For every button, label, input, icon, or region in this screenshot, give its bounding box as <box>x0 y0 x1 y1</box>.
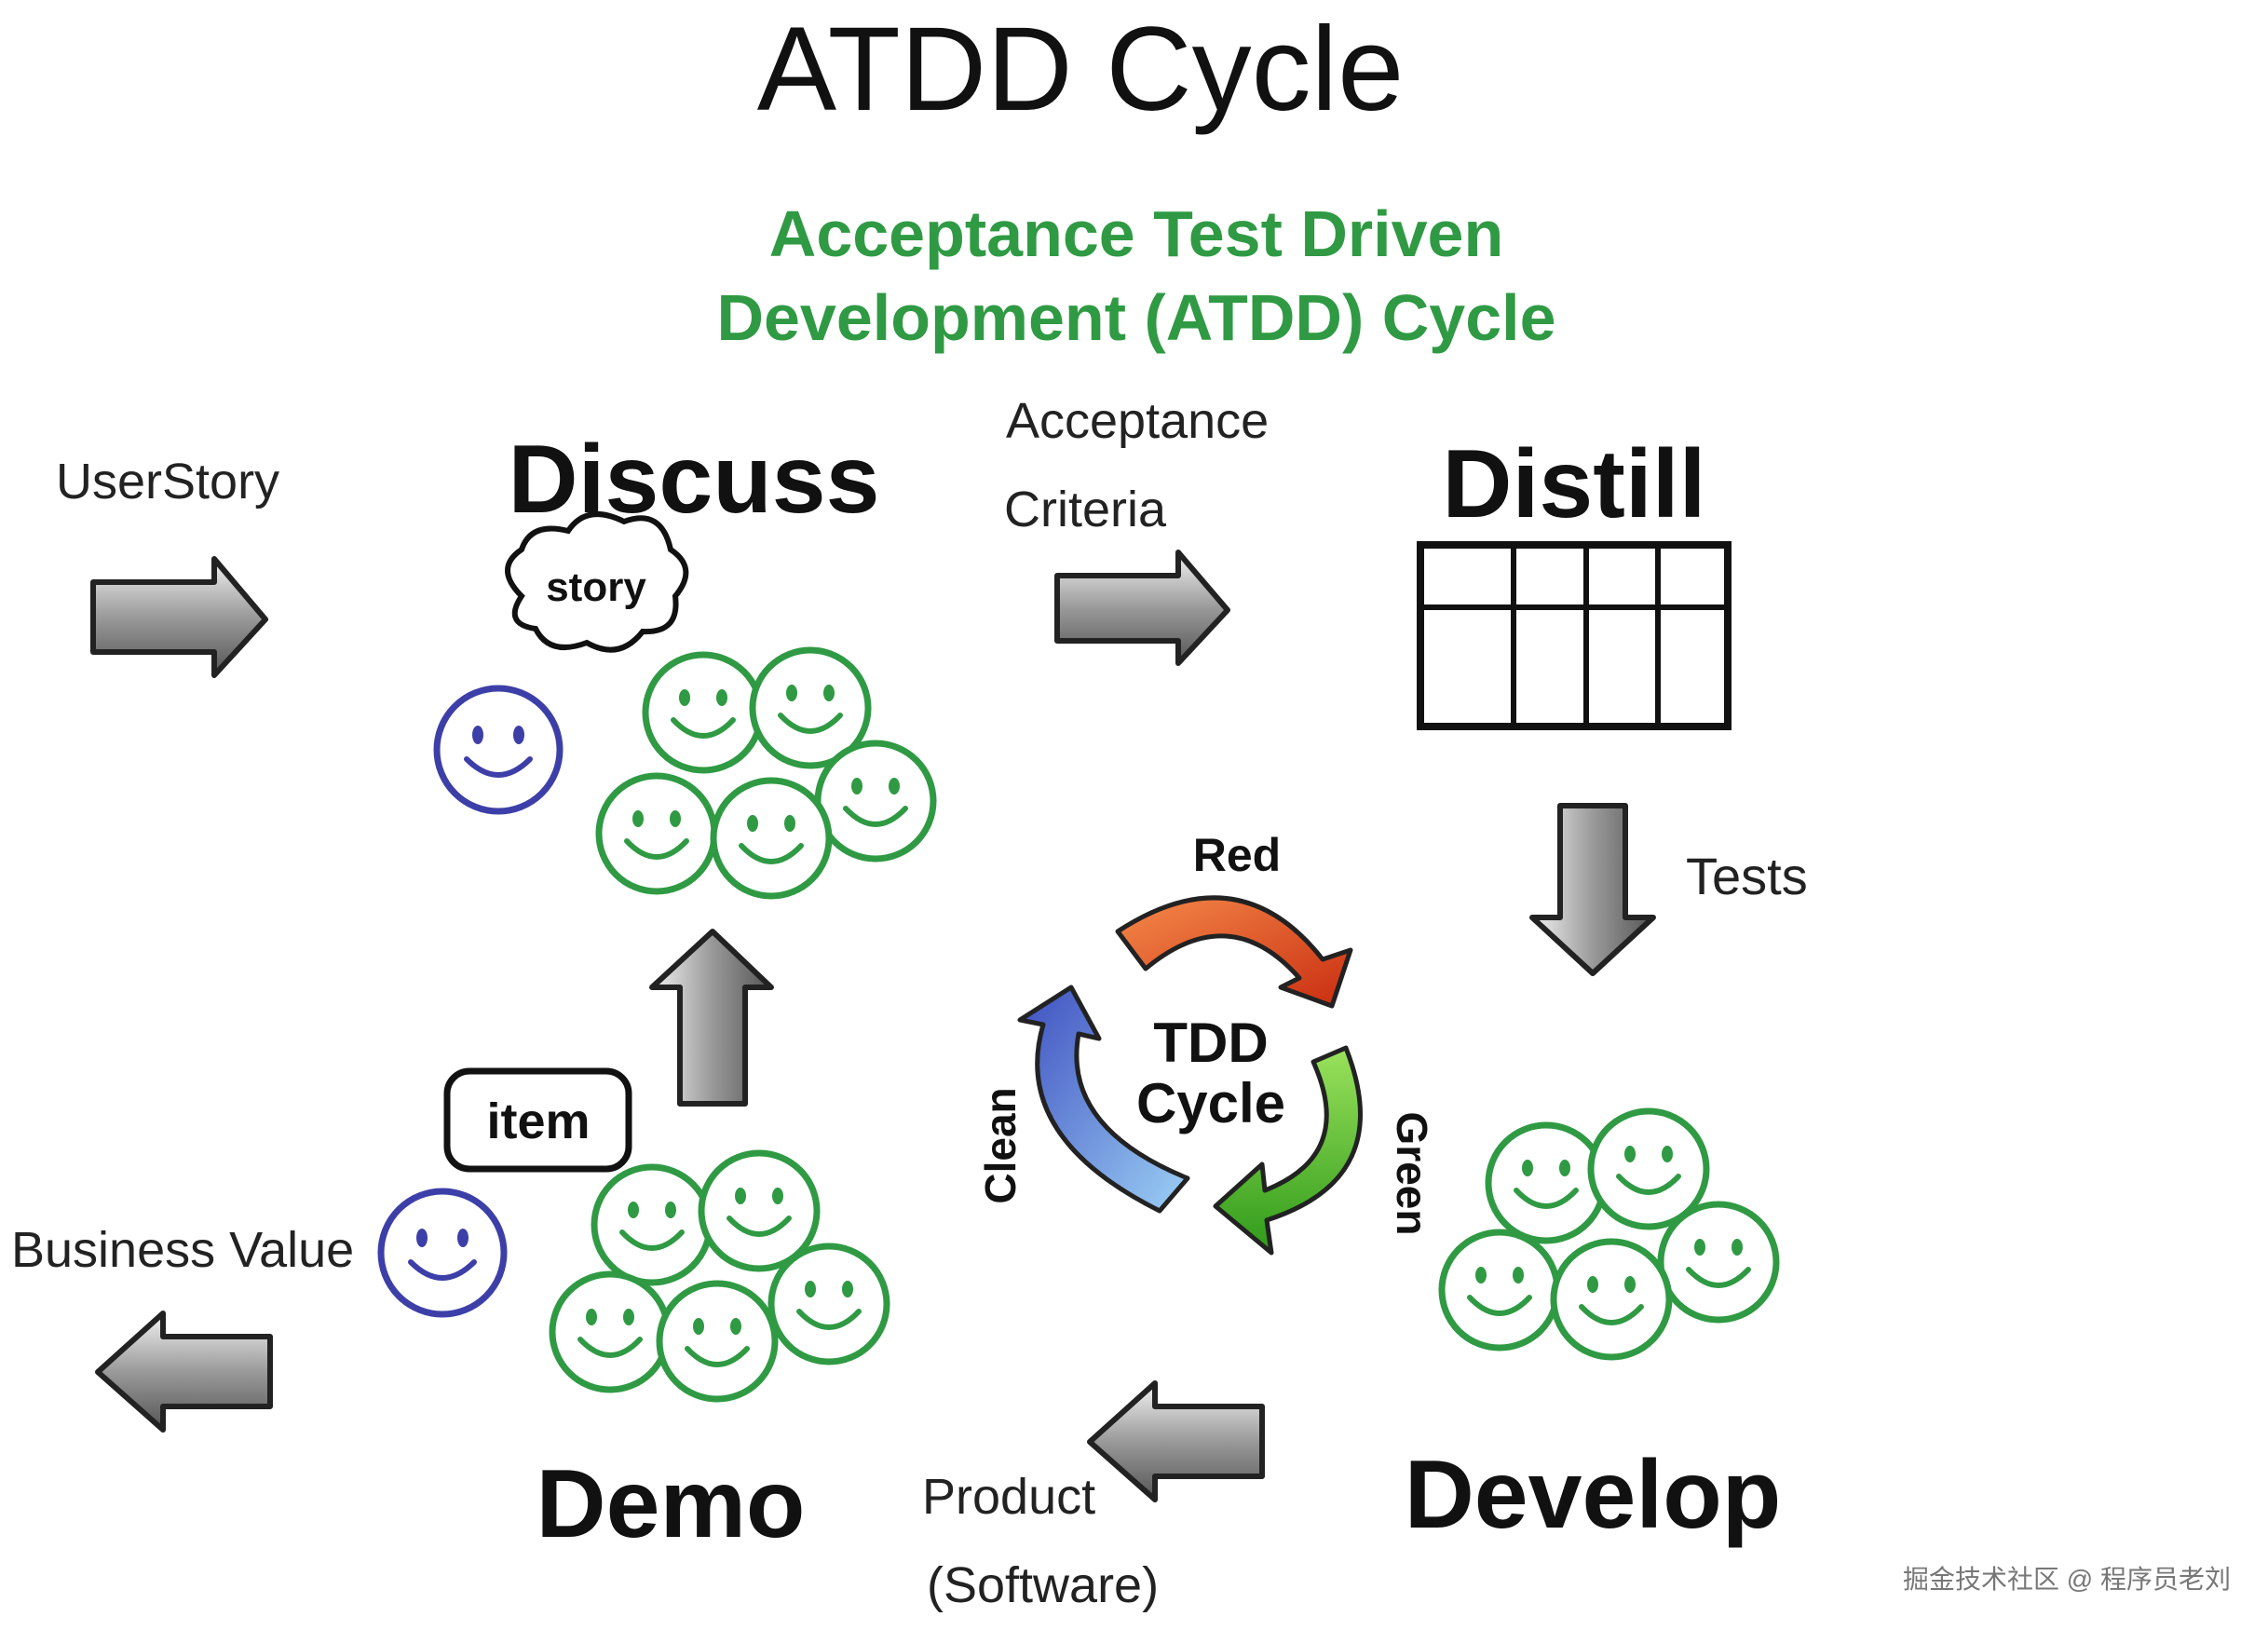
arrow-left-product <box>1087 1380 1265 1502</box>
stage-distill-label: Distill <box>1442 430 1705 538</box>
story-cloud: story <box>505 511 689 653</box>
stage-demo-label: Demo <box>536 1450 806 1558</box>
arrow-right-acceptance <box>1054 550 1230 666</box>
flow-acceptance-label-2: Criteria <box>1004 482 1167 537</box>
arrow-left-business-value <box>95 1311 273 1433</box>
distill-table-icon <box>1417 541 1732 730</box>
flow-user-story-label: UserStory <box>56 454 279 509</box>
red-arrow <box>1115 895 1353 1009</box>
flow-tests-label: Tests <box>1686 847 1808 905</box>
discuss-team-faces <box>437 650 933 896</box>
flow-acceptance-label-1: Acceptance <box>1006 393 1269 449</box>
arrow-down-tests <box>1529 803 1656 976</box>
subtitle-line1: Acceptance Test Driven <box>769 197 1503 270</box>
flow-product-label-2: (Software) <box>927 1557 1159 1613</box>
blue-arrow <box>1017 985 1190 1214</box>
demo-team-faces <box>381 1153 887 1399</box>
arrow-right-userstory <box>90 556 268 678</box>
svg-text:story: story <box>546 564 646 610</box>
tdd-clean-label: Clean <box>976 1087 1025 1203</box>
watermark-text: 掘金技术社区 @ 程序员老刘 <box>1903 1565 2231 1594</box>
green-arrow <box>1213 1045 1363 1256</box>
stage-develop-label: Develop <box>1405 1441 1782 1549</box>
tdd-center-line2: Cycle <box>1136 1072 1285 1134</box>
stage-discuss-label: Discuss <box>509 426 880 534</box>
page-title: ATDD Cycle <box>757 3 1405 136</box>
tdd-red-label: Red <box>1193 829 1281 881</box>
tdd-center-line1: TDD <box>1153 1012 1268 1074</box>
arrow-up-demo <box>649 929 774 1107</box>
flow-business-value-label: Business Value <box>11 1222 354 1278</box>
develop-team-faces <box>1442 1111 1776 1357</box>
item-note-box: item <box>443 1067 632 1173</box>
flow-product-label-1: Product <box>922 1469 1095 1525</box>
svg-text:item: item <box>486 1093 590 1149</box>
subtitle-line2: Development (ATDD) Cycle <box>716 281 1555 354</box>
tdd-cycle: TDD Cycle Red Green Clean <box>976 829 1436 1256</box>
tdd-green-label: Green <box>1388 1112 1436 1236</box>
